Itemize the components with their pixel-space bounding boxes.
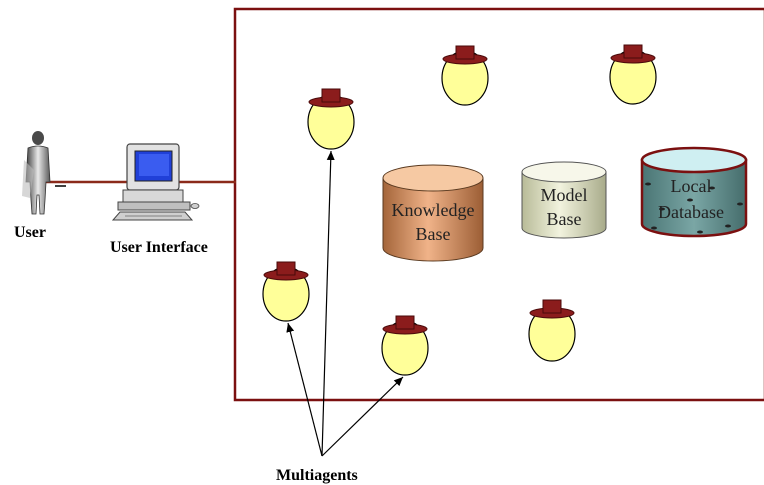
user-label: User [14, 224, 46, 241]
agent-pointer-arrow [321, 150, 335, 457]
user-figure-icon [22, 131, 51, 215]
system-boundary-frame [233, 7, 764, 402]
agent-pointer-arrow [286, 322, 323, 457]
knowledge-base-label-line1: Knowledge [392, 200, 475, 220]
agent-icon [262, 261, 310, 322]
local-database-label-line2: Database [658, 202, 724, 222]
model-base-database: Model Base [521, 161, 607, 239]
knowledge-base-database: Knowledge Base [382, 164, 484, 262]
agent-icon [609, 44, 657, 105]
local-database: Local Database [640, 146, 748, 238]
agent-icon [441, 45, 489, 106]
local-database-label-line1: Local [671, 176, 712, 196]
model-base-label-line2: Base [547, 209, 582, 229]
agent-icon [307, 88, 355, 150]
model-base-label-line1: Model [541, 185, 588, 205]
agent-pointer-arrow [321, 376, 404, 457]
desktop-computer-icon [111, 143, 200, 221]
agent-icon [381, 315, 429, 376]
agent-icon [528, 299, 576, 362]
knowledge-base-label-line2: Base [416, 224, 451, 244]
user-interface-label: User Interface [110, 239, 208, 256]
database-specks [645, 182, 743, 234]
multiagents-label: Multiagents [276, 467, 358, 484]
